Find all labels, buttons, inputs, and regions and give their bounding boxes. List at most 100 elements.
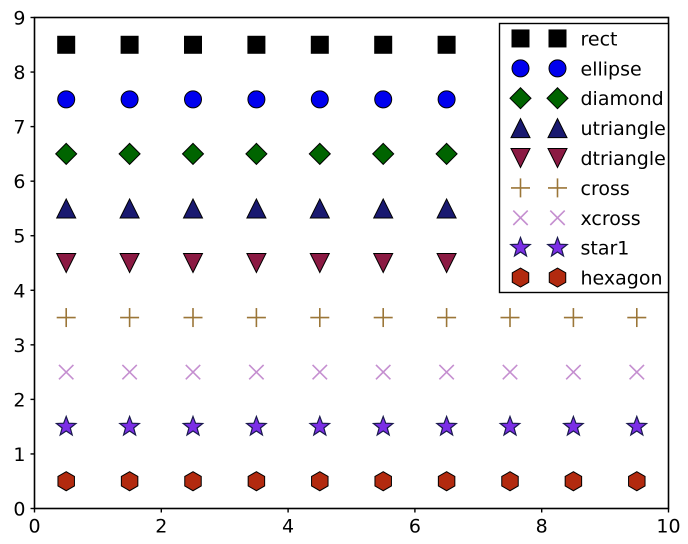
point-rect-0 [57,35,76,54]
point-hexagon-1 [120,471,139,492]
point-cross-6 [437,308,457,328]
x-tick-label-0: 0 [28,516,40,538]
legend-marker-utriangle-1 [510,117,531,139]
point-xcross-4 [312,364,328,380]
point-ellipse-0 [57,90,76,109]
point-utriangle-5 [372,197,394,219]
point-cross-2 [183,308,203,328]
point-utriangle-6 [436,197,457,219]
legend[interactable]: rect ellipse diamond utriangle dtriangle cros… [498,22,670,294]
series-xcross [58,364,645,380]
legend-item-diamond[interactable]: diamond [509,87,664,111]
point-diamond-1 [118,142,141,166]
point-hexagon-6 [437,471,456,492]
point-xcross-5 [375,364,391,380]
point-utriangle-4 [309,197,331,219]
point-dtriangle-0 [55,253,77,274]
y-tick-label-2: 2 [13,389,25,411]
point-cross-4 [310,308,330,328]
series-cross [56,308,647,328]
legend-label-utriangle: utriangle [581,118,666,140]
y-tick-label-1: 1 [13,444,25,466]
point-xcross-1 [121,364,138,380]
x-tick-label-1: 2 [155,516,167,538]
legend-item-cross[interactable]: cross [511,178,630,200]
point-xcross-8 [565,364,582,380]
point-ellipse-4 [310,90,329,109]
point-hexagon-9 [628,471,646,492]
legend-item-hexagon[interactable]: hexagon [511,267,663,290]
legend-marker-cross-1 [511,178,530,198]
point-diamond-3 [245,142,268,166]
point-diamond-0 [54,142,78,166]
legend-item-xcross[interactable]: xcross [512,208,641,230]
point-cross-8 [563,308,583,328]
point-star1-9 [625,414,649,437]
legend-item-rect[interactable]: rect [511,28,618,50]
legend-marker-dtriangle-1 [510,148,531,169]
point-rect-3 [247,35,266,54]
point-ellipse-5 [374,90,393,109]
legend-marker-rect-2 [548,29,567,48]
point-diamond-2 [181,142,205,166]
point-star1-4 [308,414,332,437]
x-tick-label-4: 8 [536,516,548,538]
legend-item-ellipse[interactable]: ellipse [511,58,642,80]
y-tick-label-7: 7 [13,117,25,139]
point-hexagon-5 [374,471,392,492]
point-rect-5 [374,35,393,54]
legend-label-xcross: xcross [581,208,641,230]
legend-marker-rect-1 [511,29,530,48]
point-cross-7 [500,308,520,328]
point-cross-9 [627,308,647,328]
point-star1-0 [54,414,78,437]
point-dtriangle-6 [436,253,457,274]
point-xcross-0 [58,364,74,380]
y-tick-label-5: 5 [13,226,25,248]
point-xcross-7 [502,364,518,380]
point-dtriangle-4 [309,253,331,274]
legend-label-hexagon: hexagon [581,268,663,290]
legend-item-utriangle[interactable]: utriangle [510,117,666,140]
legend-marker-utriangle-2 [547,117,568,139]
point-diamond-6 [435,142,458,166]
legend-label-rect: rect [581,28,618,50]
legend-marker-dtriangle-2 [547,148,568,169]
point-ellipse-1 [120,90,139,109]
legend-marker-diamond-1 [509,87,532,110]
point-utriangle-1 [119,197,140,219]
point-diamond-4 [308,142,332,166]
point-dtriangle-3 [246,253,267,274]
point-utriangle-2 [182,197,204,219]
point-hexagon-0 [57,471,75,492]
point-rect-6 [437,35,456,54]
point-star1-2 [181,414,205,437]
point-diamond-5 [371,142,395,166]
point-star1-8 [562,414,585,437]
point-ellipse-3 [247,90,266,109]
legend-label-dtriangle: dtriangle [581,148,666,170]
point-cross-3 [246,308,266,328]
point-ellipse-6 [437,90,456,109]
y-tick-label-0: 0 [13,499,25,521]
legend-item-dtriangle[interactable]: dtriangle [510,148,666,170]
legend-item-star1[interactable]: star1 [509,235,630,260]
x-tick-label-2: 4 [282,516,294,538]
point-cross-5 [373,308,393,328]
point-ellipse-2 [184,90,202,109]
point-rect-2 [184,35,202,54]
point-hexagon-7 [501,471,519,492]
series-hexagon [57,471,646,492]
legend-marker-star1-1 [509,235,532,258]
point-xcross-3 [248,364,265,380]
point-cross-1 [120,308,140,328]
axis-ticks [30,16,670,513]
legend-marker-hexagon-2 [548,267,567,288]
point-hexagon-8 [564,471,583,492]
point-utriangle-3 [246,197,267,219]
legend-label-cross: cross [581,178,630,200]
